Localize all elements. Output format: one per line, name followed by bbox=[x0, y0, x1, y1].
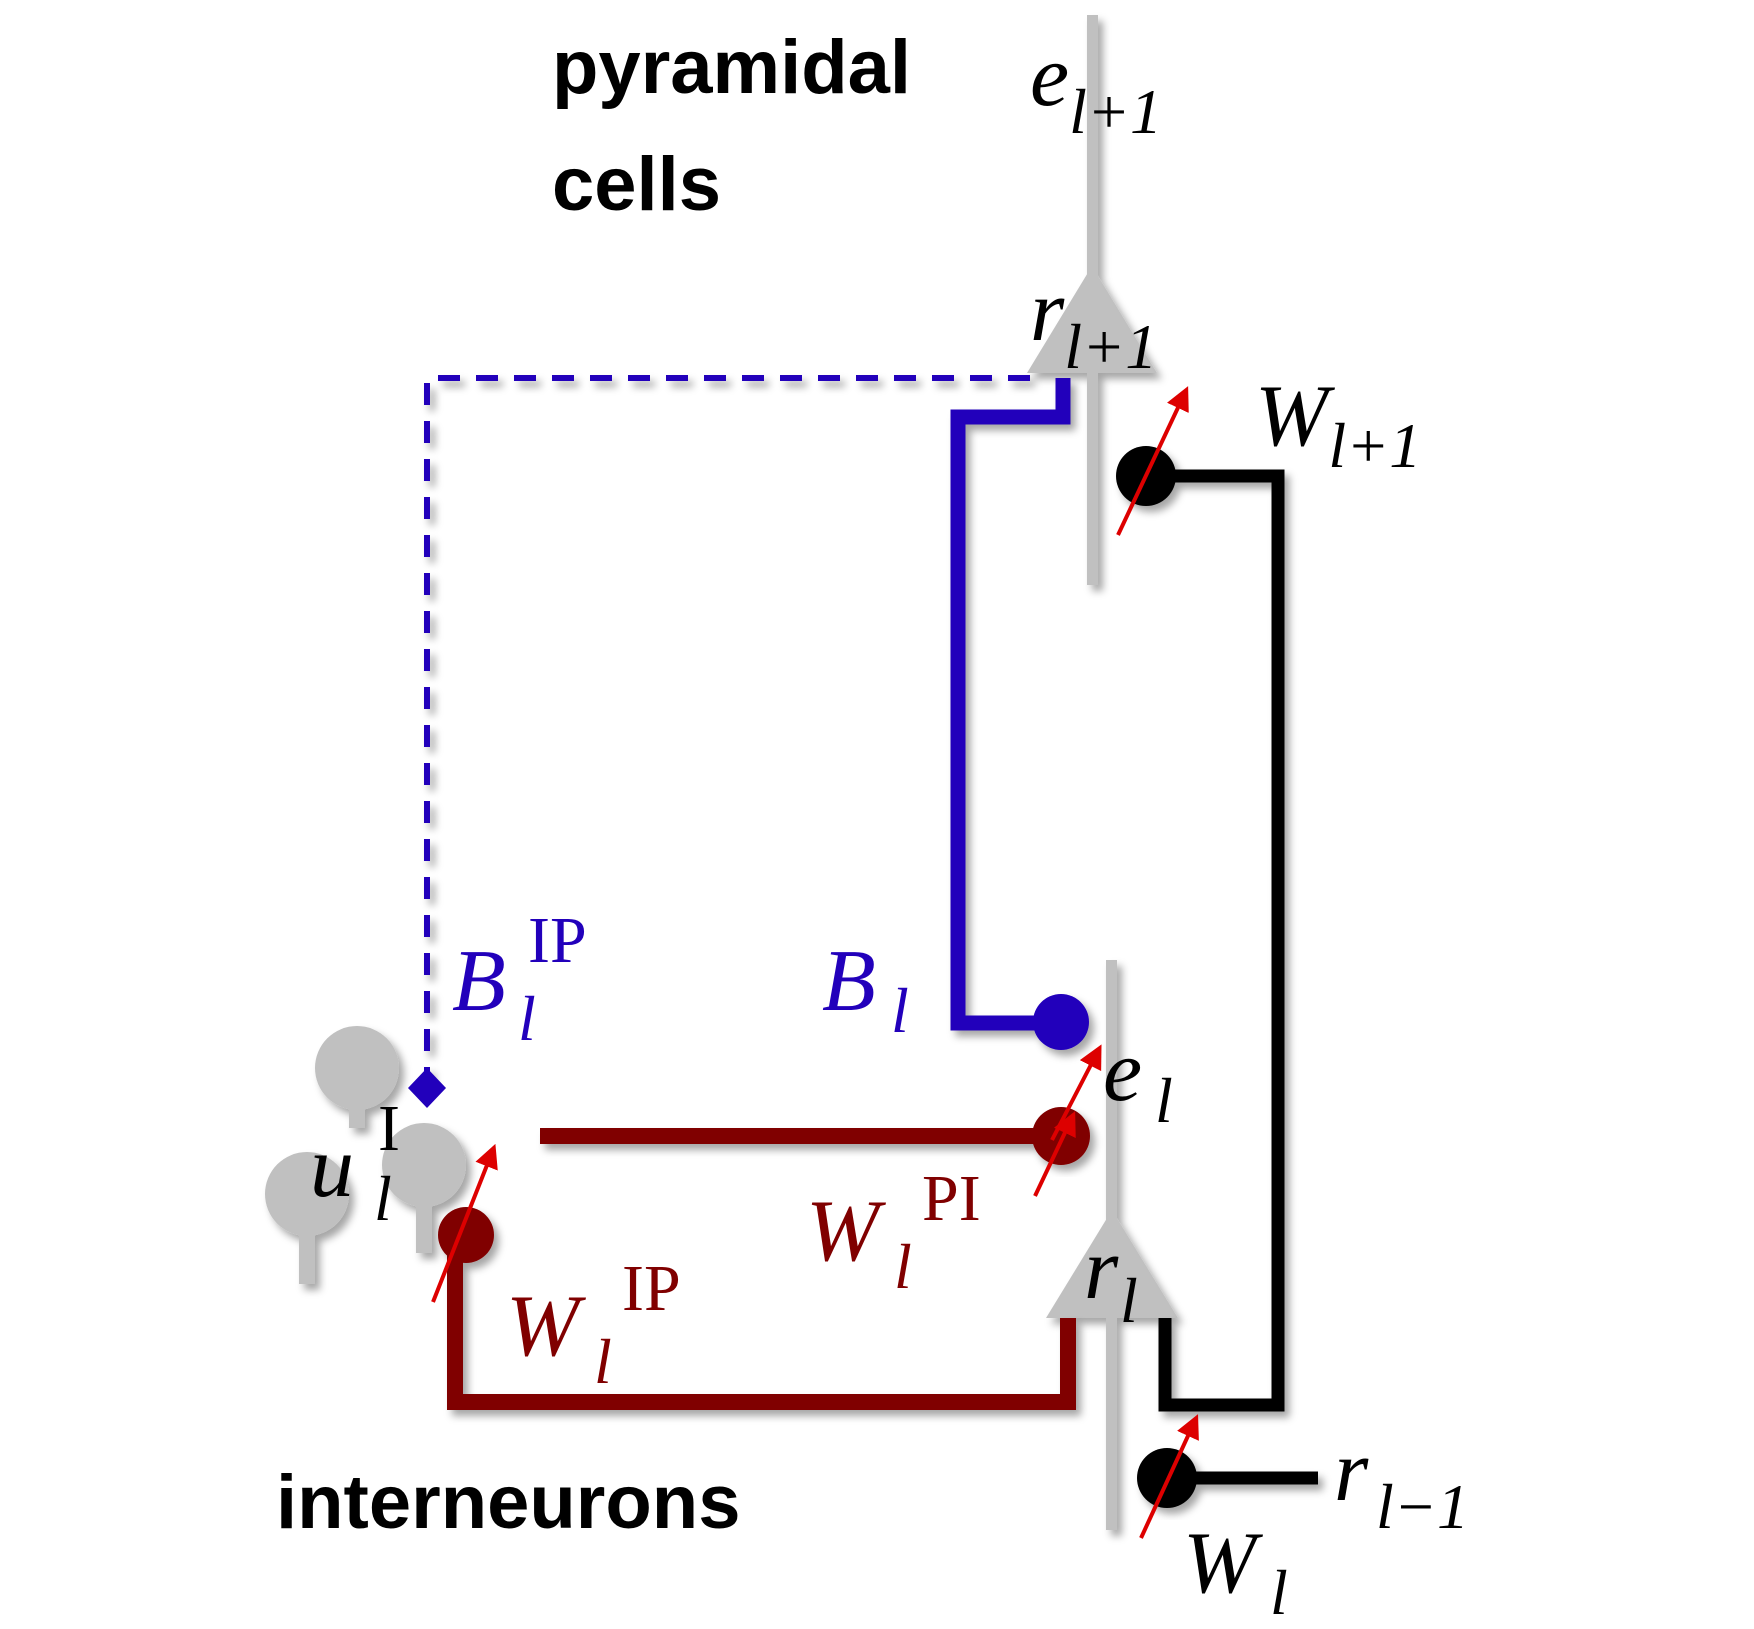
svg-text:r: r bbox=[1334, 1423, 1369, 1520]
symbol-w-l-plus-1: Wl+1 bbox=[1255, 368, 1421, 481]
svg-text:W: W bbox=[1183, 1515, 1263, 1612]
svg-text:IP: IP bbox=[622, 1252, 681, 1325]
svg-text:l: l bbox=[1155, 1065, 1173, 1136]
svg-text:l: l bbox=[594, 1326, 612, 1397]
svg-text:B: B bbox=[822, 933, 876, 1030]
symbol-w-l-pi: W l PI bbox=[806, 1162, 981, 1302]
symbol-b-l-ip: B l IP bbox=[452, 904, 587, 1054]
feedback-path-pyramidal bbox=[950, 378, 1089, 1050]
plasticity-arrows bbox=[431, 386, 1199, 1539]
svg-text:l: l bbox=[891, 975, 909, 1046]
interneuron-left bbox=[265, 1152, 349, 1284]
feedback-synapse-l bbox=[1033, 994, 1089, 1050]
svg-text:l−1: l−1 bbox=[1376, 1471, 1469, 1542]
feedback-diamond-synapse bbox=[408, 1068, 446, 1108]
inhibitory-path-w-pi bbox=[540, 1107, 1090, 1165]
plasticity-arrow-w-ip bbox=[431, 1143, 498, 1303]
svg-text:B: B bbox=[452, 933, 506, 1030]
svg-text:u: u bbox=[310, 1119, 354, 1216]
label-pyramidal: pyramidal bbox=[552, 25, 911, 110]
soma-l bbox=[1046, 1210, 1178, 1318]
symbol-w-l-ip: W l IP bbox=[506, 1252, 681, 1397]
interneuron-cluster bbox=[265, 1026, 466, 1284]
svg-text:l: l bbox=[1270, 1557, 1288, 1628]
svg-text:PI: PI bbox=[922, 1162, 981, 1235]
svg-text:l: l bbox=[894, 1231, 912, 1302]
plasticity-arrow-w-pi bbox=[1033, 1111, 1076, 1197]
svg-text:IP: IP bbox=[528, 904, 587, 977]
symbol-r-l-plus-1: rl+1 bbox=[1030, 263, 1157, 382]
svg-text:e: e bbox=[1103, 1023, 1142, 1120]
symbol-r-l-minus-1: r l−1 bbox=[1334, 1423, 1469, 1542]
symbol-u-l-i: u l I bbox=[310, 1092, 400, 1234]
inhibitory-synapse bbox=[1032, 1107, 1090, 1165]
plasticity-arrow-w-l-plus-1 bbox=[1116, 386, 1189, 536]
soma-l-plus-1 bbox=[1027, 266, 1157, 373]
interneuron-top bbox=[315, 1026, 399, 1128]
forward-path-w-l bbox=[1137, 1448, 1318, 1508]
lateral-line bbox=[447, 1240, 1076, 1410]
label-interneurons: interneurons bbox=[276, 1460, 741, 1545]
pyramidal-neuron-l bbox=[1046, 960, 1178, 1530]
symbol-e-l-plus-1: el+1 bbox=[1030, 28, 1162, 147]
svg-text:W: W bbox=[506, 1278, 586, 1375]
feedback-path-interneuron bbox=[408, 375, 1030, 1108]
svg-text:I: I bbox=[378, 1092, 400, 1165]
pyramidal-neuron-l-plus-1 bbox=[1027, 15, 1157, 585]
svg-text:l: l bbox=[518, 983, 536, 1054]
svg-text:l: l bbox=[1120, 1265, 1138, 1336]
svg-text:l: l bbox=[374, 1163, 392, 1234]
symbol-b-l: B l bbox=[822, 933, 909, 1046]
plasticity-arrow-w-l bbox=[1139, 1414, 1199, 1539]
label-cells: cells bbox=[552, 142, 721, 227]
dashed-feedback-line bbox=[424, 375, 1030, 1080]
svg-text:W: W bbox=[806, 1183, 886, 1280]
symbol-r-l: r l bbox=[1084, 1221, 1138, 1336]
symbol-w-l: W l bbox=[1183, 1515, 1288, 1628]
forward-line-l-to-l-plus-1 bbox=[1148, 469, 1285, 1412]
solid-feedback-line bbox=[950, 378, 1071, 1031]
interneuron-right bbox=[382, 1123, 466, 1253]
svg-text:r: r bbox=[1084, 1221, 1119, 1318]
symbol-e-l: e l bbox=[1103, 1023, 1173, 1136]
